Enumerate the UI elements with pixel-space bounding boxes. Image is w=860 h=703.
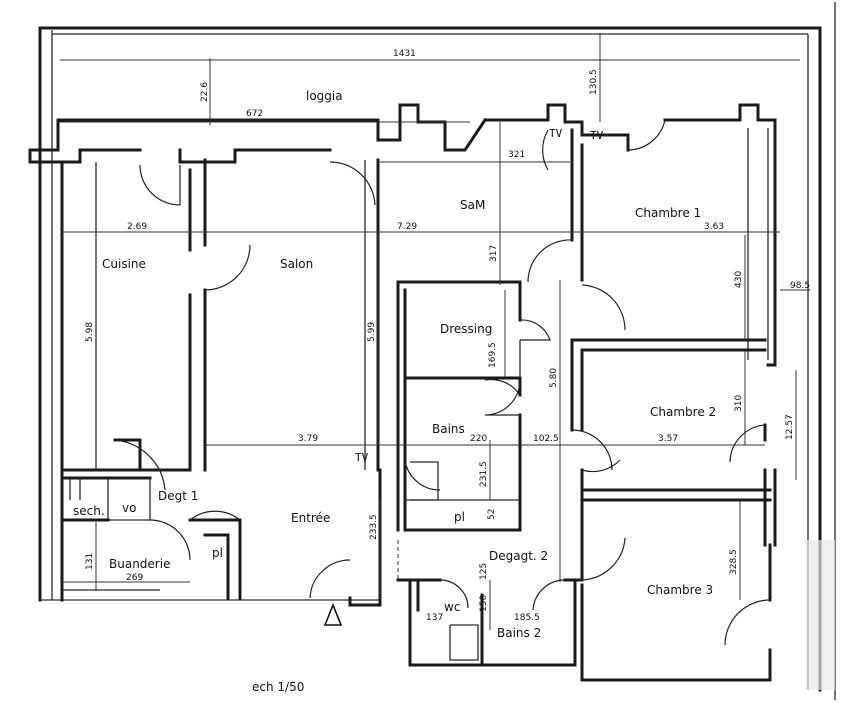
dim-12-57: 12.57 bbox=[785, 414, 795, 440]
dim-328-5: 328.5 bbox=[729, 549, 739, 575]
loggia-wall bbox=[28, 103, 777, 367]
dim-131: 131 bbox=[85, 553, 95, 570]
dim-7-29: 7.29 bbox=[397, 222, 417, 232]
label-sam: SaM bbox=[460, 198, 485, 212]
label-loggia: loggia bbox=[306, 89, 343, 103]
dim-150: 150 bbox=[479, 595, 489, 612]
dim-231-5: 231.5 bbox=[479, 461, 489, 487]
dim-22-6: 22.6 bbox=[200, 82, 210, 102]
label-chambre-3: Chambre 3 bbox=[647, 583, 713, 597]
dim-102-5: 102.5 bbox=[533, 434, 559, 444]
entry-marker-icon bbox=[323, 602, 343, 626]
label-cuisine: Cuisine bbox=[102, 257, 146, 271]
label-chambre-1: Chambre 1 bbox=[635, 206, 701, 220]
dim-98-5: 98.5 bbox=[790, 281, 810, 291]
label-chambre-2: Chambre 2 bbox=[650, 405, 716, 419]
scale-note: ech 1/50 bbox=[252, 680, 304, 694]
dimension-lines bbox=[58, 34, 810, 630]
label-dressing: Dressing bbox=[440, 322, 492, 336]
label-salon: Salon bbox=[280, 257, 313, 271]
dim-125: 125 bbox=[479, 563, 489, 580]
label-sech: sech. bbox=[73, 504, 105, 518]
label-buanderie: Buanderie bbox=[109, 557, 170, 571]
dim-130-5: 130.5 bbox=[589, 69, 599, 95]
dim-3-79: 3.79 bbox=[298, 434, 318, 444]
room-labels: loggia Cuisine Salon SaM Chambre 1 Dress… bbox=[73, 89, 716, 640]
label-pl-entree: pl bbox=[212, 546, 223, 560]
dim-169-5: 169.5 bbox=[488, 342, 498, 368]
corner-watermark bbox=[805, 540, 835, 690]
dim-220: 220 bbox=[470, 434, 487, 444]
dim-5-98: 5.98 bbox=[85, 322, 95, 342]
tv-marks: TV TV TV bbox=[355, 127, 604, 464]
label-vo: vo bbox=[122, 501, 136, 515]
dim-5-99: 5.99 bbox=[367, 322, 377, 342]
label-wc: wc bbox=[444, 600, 460, 614]
dim-269: 269 bbox=[126, 573, 143, 583]
dim-1431: 1431 bbox=[393, 49, 416, 59]
dimension-labels: 1431 22.6 672 130.5 321 2.69 7.29 3.63 3… bbox=[85, 49, 810, 623]
dim-317: 317 bbox=[489, 245, 499, 262]
tv-mark-sam: TV bbox=[549, 127, 563, 140]
label-degt-1: Degt 1 bbox=[158, 489, 198, 503]
tv-mark-chambre-1: TV bbox=[590, 129, 604, 142]
dim-321: 321 bbox=[508, 150, 525, 160]
label-degagt-2: Degagt. 2 bbox=[489, 549, 548, 563]
label-bains: Bains bbox=[432, 422, 465, 436]
dim-137: 137 bbox=[426, 613, 443, 623]
dim-233-5: 233.5 bbox=[369, 514, 379, 540]
dim-52: 52 bbox=[487, 509, 497, 520]
dim-3-63: 3.63 bbox=[704, 222, 724, 232]
dim-672: 672 bbox=[246, 109, 263, 119]
dim-185-5: 185.5 bbox=[514, 613, 540, 623]
label-bains-2: Bains 2 bbox=[497, 626, 541, 640]
dim-3-57: 3.57 bbox=[658, 434, 678, 444]
dim-310: 310 bbox=[734, 395, 744, 412]
dim-2-69: 2.69 bbox=[127, 222, 147, 232]
interior-walls bbox=[60, 128, 777, 682]
tv-mark-salon: TV bbox=[355, 451, 369, 464]
dim-430: 430 bbox=[734, 271, 744, 288]
dim-5-80: 5.80 bbox=[549, 368, 559, 388]
doors bbox=[114, 119, 771, 646]
label-pl-bains: pl bbox=[454, 510, 465, 524]
exterior-walls bbox=[38, 2, 836, 700]
label-entree: Entrée bbox=[291, 511, 330, 525]
